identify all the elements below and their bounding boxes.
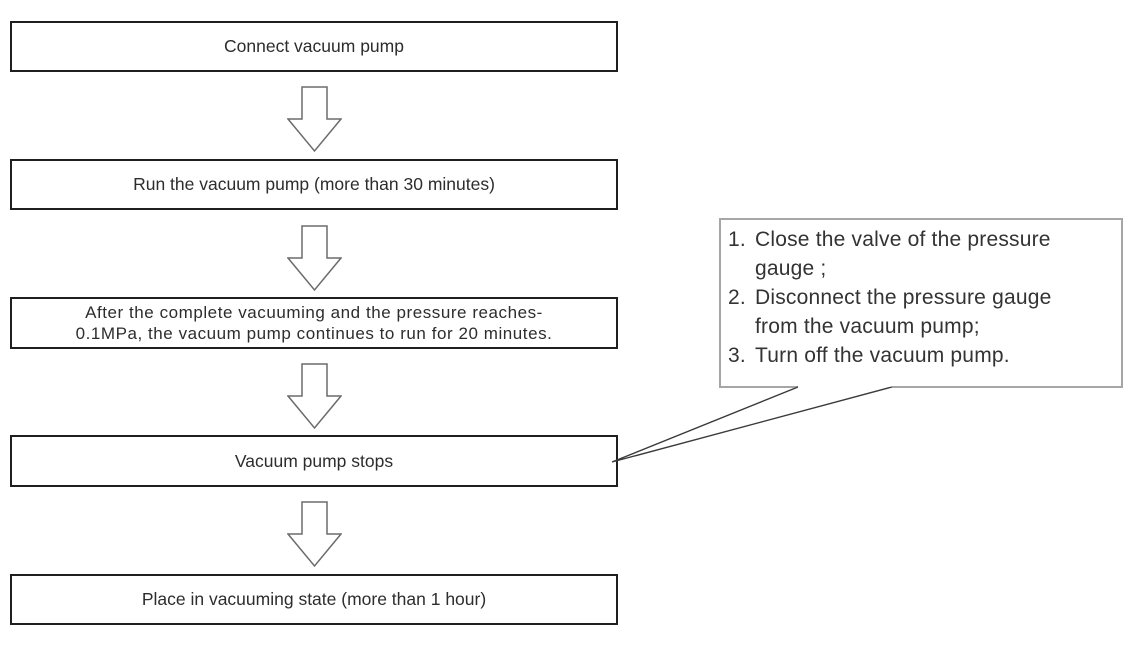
flow-step-label: Run the vacuum pump (more than 30 minute…: [133, 174, 495, 194]
flow-step-run-pump: Run the vacuum pump (more than 30 minute…: [10, 159, 618, 210]
note-item-number: 3.: [728, 344, 746, 367]
note-item-3: 3. Turn off the vacuum pump.: [728, 341, 1117, 370]
flow-step-vacuuming-pressure: After the complete vacuuming and the pre…: [10, 297, 618, 349]
note-item-number: 1.: [728, 228, 746, 251]
note-item-text: Close the valve of the pressure gauge ;: [755, 228, 1051, 280]
note-item-text: Turn off the vacuum pump.: [755, 344, 1010, 367]
note-item-2: 2. Disconnect the pressure gauge from th…: [728, 283, 1117, 341]
down-arrow-icon: [287, 363, 342, 430]
flow-step-label: Vacuum pump stops: [234, 450, 394, 471]
flow-step-connect-pump: Connect vacuum pump: [10, 21, 618, 72]
flow-step-label: Place in vacuuming state (more than 1 ho…: [141, 589, 487, 609]
callout-note: 1. Close the valve of the pressure gauge…: [719, 218, 1123, 388]
note-item-text: Disconnect the pressure gauge from the v…: [755, 286, 1052, 338]
flow-step-vacuuming-state: Place in vacuuming state (more than 1 ho…: [10, 574, 618, 625]
callout-tail: [611, 386, 893, 463]
flow-step-label: After the complete vacuuming and the pre…: [75, 302, 553, 344]
flow-step-label: Connect vacuum pump: [224, 36, 404, 56]
down-arrow-icon: [287, 225, 342, 292]
note-item-number: 2.: [728, 286, 746, 309]
down-arrow-icon: [287, 501, 342, 568]
note-item-1: 1. Close the valve of the pressure gauge…: [728, 225, 1117, 283]
flow-step-pump-stops: Vacuum pump stops: [10, 435, 618, 487]
down-arrow-icon: [287, 86, 342, 153]
